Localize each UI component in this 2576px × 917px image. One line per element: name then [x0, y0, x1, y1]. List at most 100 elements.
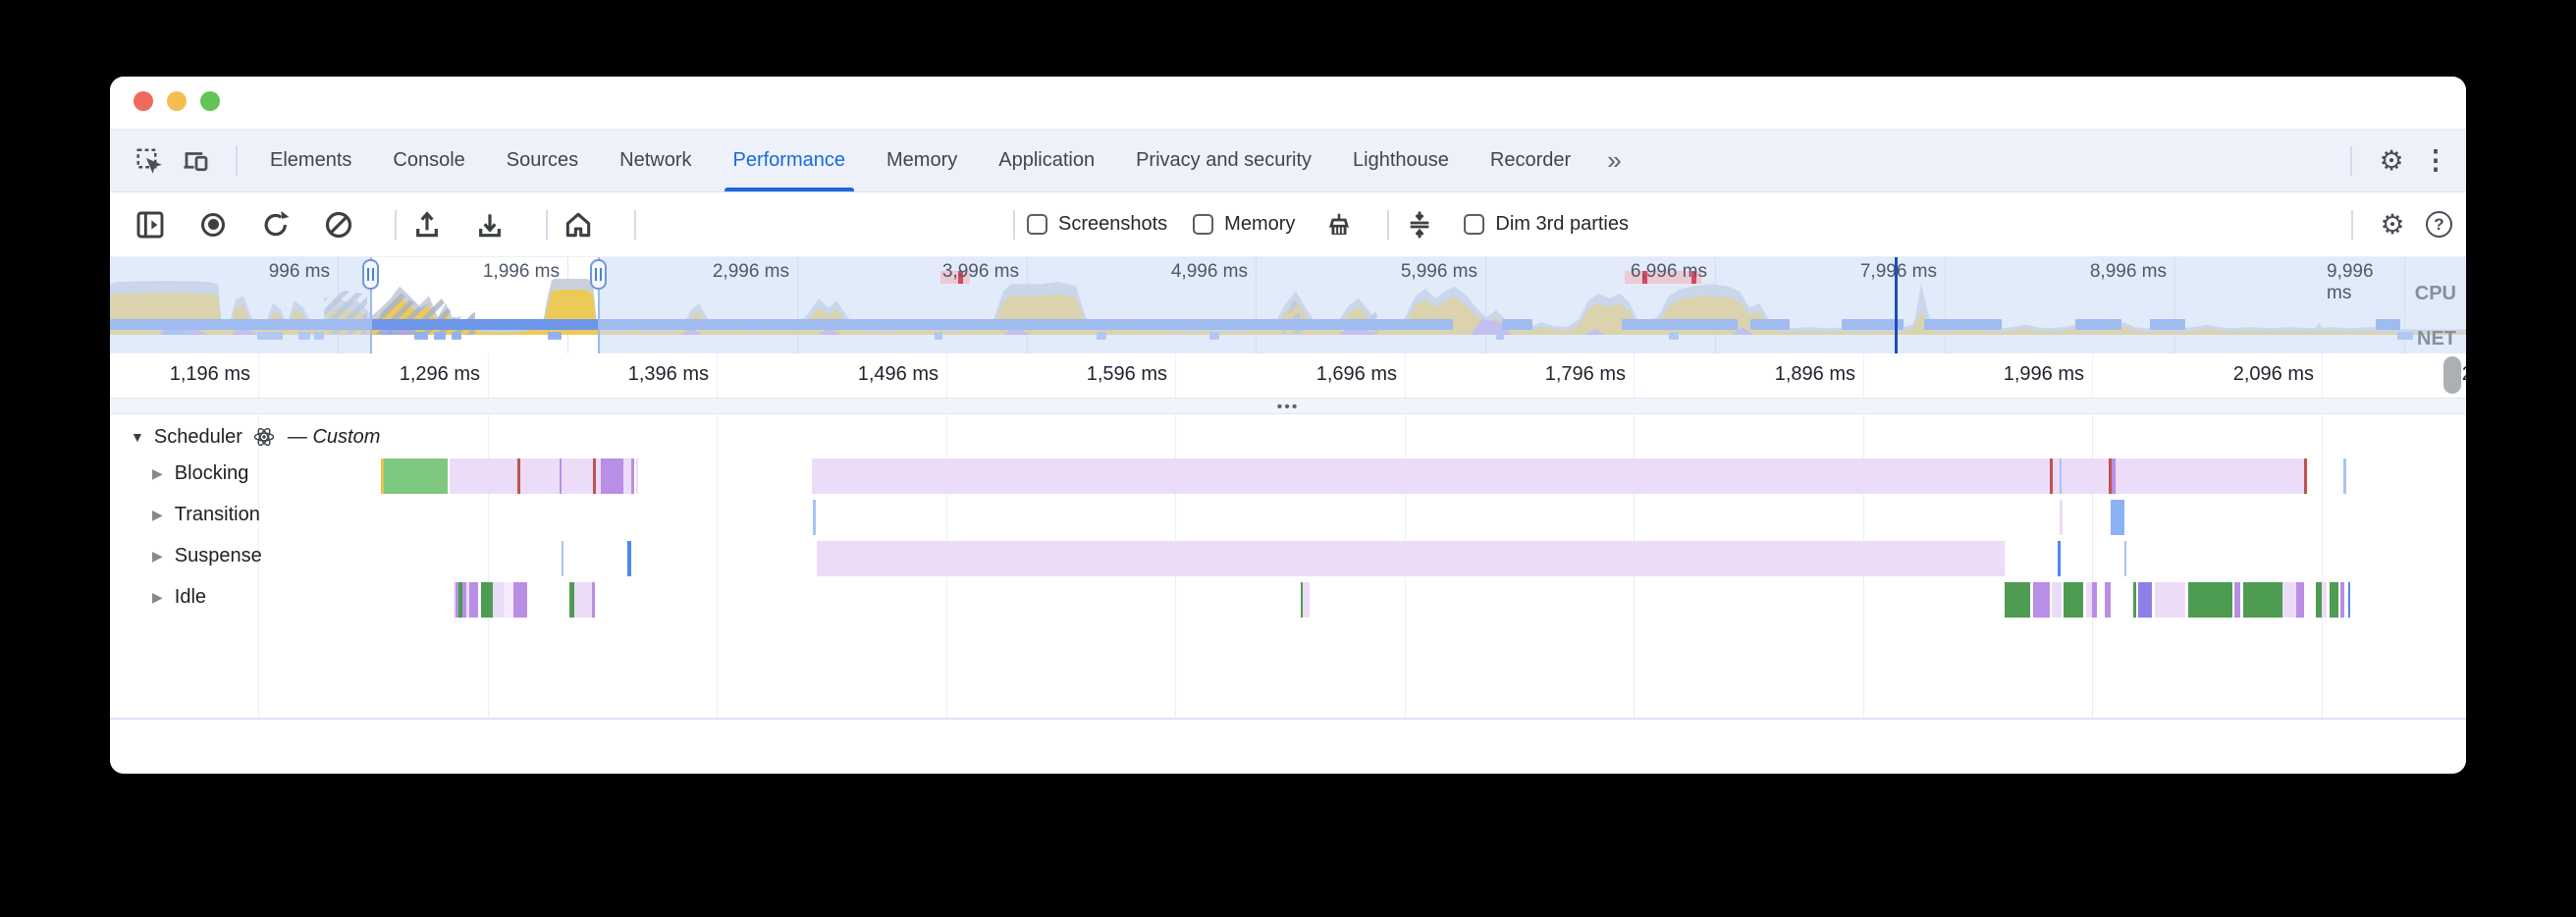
more-options-icon[interactable]: ⋮	[2422, 145, 2449, 175]
timeline-event-bar[interactable]	[493, 582, 504, 618]
help-icon[interactable]: ?	[2426, 211, 2452, 238]
dim-3rd-parties-checkbox-group[interactable]: Dim 3rd parties	[1464, 213, 1629, 236]
memory-checkbox-group[interactable]: Memory	[1193, 213, 1295, 236]
timeline-event-bar[interactable]	[462, 582, 466, 618]
timeline-event-bar[interactable]	[2330, 582, 2338, 618]
track-row-blocking[interactable]: ▶Blocking	[152, 458, 248, 488]
expand-row-icon[interactable]: ▶	[152, 464, 163, 481]
collapse-flame-icon[interactable]	[1401, 206, 1438, 243]
timeline-event-bar[interactable]	[2282, 582, 2296, 618]
timeline-event-bar[interactable]	[569, 582, 574, 618]
timeline-event-bar[interactable]	[2062, 458, 2109, 494]
timeline-event-bar[interactable]	[2188, 582, 2232, 618]
timeline-event-bar[interactable]	[454, 582, 456, 618]
panel-resize-grip[interactable]: •••	[110, 398, 2466, 415]
timeline-event-bar[interactable]	[2316, 582, 2322, 618]
timeline-event-bar[interactable]	[2116, 458, 2304, 494]
timeline-event-bar[interactable]	[504, 582, 513, 618]
device-toolbar-icon[interactable]	[177, 141, 216, 181]
timeline-event-bar[interactable]	[456, 582, 458, 618]
track-row-idle[interactable]: ▶Idle	[152, 582, 206, 612]
zoom-window-button[interactable]	[200, 91, 220, 111]
timeline-event-bar[interactable]	[466, 582, 469, 618]
timeline-event-bar[interactable]	[1303, 582, 1310, 618]
timeline-event-bar[interactable]	[813, 500, 816, 535]
toggle-sidebar-icon[interactable]	[132, 206, 169, 243]
timeline-event-bar[interactable]	[560, 458, 562, 494]
live-metrics-home-icon[interactable]	[560, 206, 597, 243]
minimize-window-button[interactable]	[167, 91, 187, 111]
timeline-event-bar[interactable]	[2304, 458, 2307, 494]
capture-settings-gear-icon[interactable]: ⚙	[2380, 209, 2405, 240]
timeline-event-bar[interactable]	[2053, 458, 2060, 494]
settings-gear-icon[interactable]: ⚙	[2379, 145, 2404, 176]
selection-handle-right[interactable]	[590, 259, 607, 290]
timeline-event-bar[interactable]	[2111, 500, 2124, 535]
timeline-event-bar[interactable]	[2060, 458, 2062, 494]
screenshots-checkbox-group[interactable]: Screenshots	[1027, 213, 1167, 236]
timeline-event-bar[interactable]	[592, 582, 595, 618]
collect-garbage-icon[interactable]	[1320, 206, 1358, 243]
track-row-suspense[interactable]: ▶Suspense	[152, 541, 262, 570]
timeline-event-bar[interactable]	[2064, 582, 2083, 618]
vertical-scrollbar-thumb[interactable]	[2443, 356, 2461, 394]
timeline-event-bar[interactable]	[2322, 582, 2327, 618]
timeline-event-bar[interactable]	[2343, 458, 2346, 494]
timeline-event-bar[interactable]	[384, 458, 448, 494]
save-profile-icon[interactable]	[471, 206, 509, 243]
timeline-event-bar[interactable]	[2052, 582, 2062, 618]
load-profile-icon[interactable]	[408, 206, 446, 243]
timeline-event-bar[interactable]	[562, 458, 593, 494]
timeline-event-bar[interactable]	[2092, 582, 2097, 618]
timeline-event-bar[interactable]	[2348, 582, 2350, 618]
timeline-event-bar[interactable]	[2243, 582, 2282, 618]
timeline-event-bar[interactable]	[623, 458, 631, 494]
tab-recorder[interactable]: Recorder	[1489, 149, 1572, 171]
collapse-track-icon[interactable]: ▼	[131, 429, 144, 445]
tab-elements[interactable]: Elements	[270, 149, 352, 171]
timeline-event-bar[interactable]	[593, 458, 596, 494]
track-header-scheduler[interactable]: ▼ Scheduler — Custom	[131, 422, 380, 452]
timeline-event-bar[interactable]	[458, 582, 462, 618]
tab-privacy-and-security[interactable]: Privacy and security	[1136, 149, 1313, 171]
inspect-element-icon[interactable]	[130, 141, 169, 181]
timeline-event-bar[interactable]	[2033, 582, 2050, 618]
timeline-event-bar[interactable]	[2005, 582, 2030, 618]
timeline-event-bar[interactable]	[2138, 582, 2152, 618]
expand-row-icon[interactable]: ▶	[152, 588, 163, 605]
close-window-button[interactable]	[134, 91, 153, 111]
expand-row-icon[interactable]: ▶	[152, 506, 163, 522]
dim-3rd-parties-checkbox[interactable]	[1464, 214, 1485, 235]
timeline-event-bar[interactable]	[520, 458, 560, 494]
track-row-transition[interactable]: ▶Transition	[152, 500, 260, 529]
timeline-event-bar[interactable]	[627, 541, 631, 576]
timeline-event-bar[interactable]	[2234, 582, 2240, 618]
tab-memory[interactable]: Memory	[886, 149, 958, 171]
tab-sources[interactable]: Sources	[506, 149, 579, 171]
record-icon[interactable]	[194, 206, 232, 243]
reload-and-record-icon[interactable]	[257, 206, 295, 243]
timeline-event-bar[interactable]	[1301, 582, 1303, 618]
timeline-event-bar[interactable]	[2296, 582, 2304, 618]
timeline-event-bar[interactable]	[2155, 582, 2185, 618]
tab-lighthouse[interactable]: Lighthouse	[1353, 149, 1449, 171]
timeline-event-bar[interactable]	[517, 458, 520, 494]
tab-network[interactable]: Network	[619, 149, 692, 171]
timeline-event-bar[interactable]	[450, 458, 517, 494]
timeline-event-bar[interactable]	[636, 458, 638, 494]
timeline-event-bar[interactable]	[812, 458, 2050, 494]
timeline-event-bar[interactable]	[2112, 458, 2116, 494]
timeline-event-bar[interactable]	[2109, 458, 2112, 494]
timeline-event-bar[interactable]	[601, 458, 623, 494]
tab-console[interactable]: Console	[393, 149, 465, 171]
playhead-line[interactable]	[1895, 257, 1898, 353]
track-area[interactable]: ▼ Scheduler — Custom ▶Blocking ▶Transitio…	[110, 414, 2466, 718]
tab-application[interactable]: Application	[998, 149, 1096, 171]
selection-handle-left[interactable]	[362, 259, 379, 290]
timeline-event-bar[interactable]	[631, 458, 634, 494]
timeline-event-bar[interactable]	[562, 541, 564, 576]
timeline-event-bar[interactable]	[2060, 500, 2063, 535]
timeline-event-bar[interactable]	[2340, 582, 2344, 618]
